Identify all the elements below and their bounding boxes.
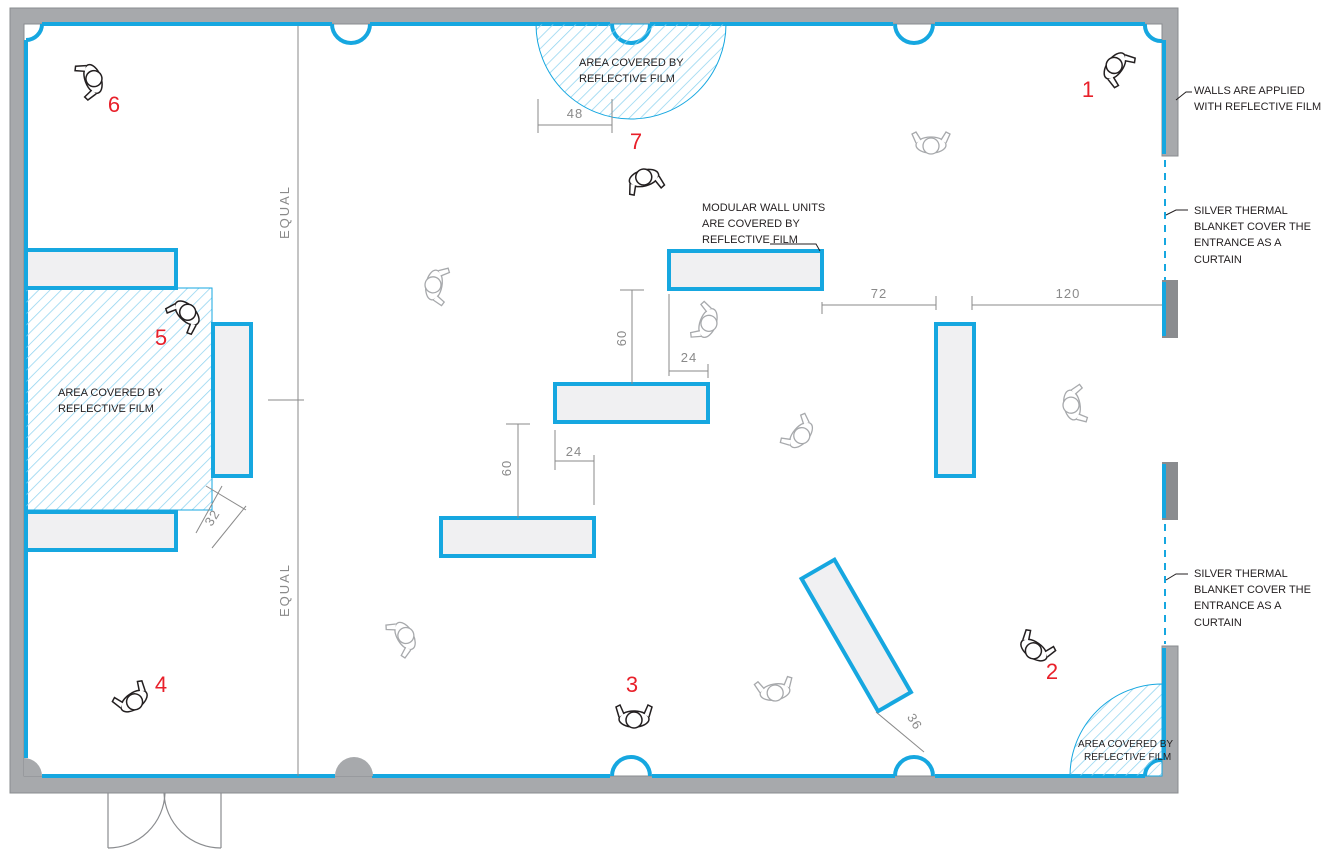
annotation-leaders (770, 91, 1192, 581)
dim-36: 36 (904, 711, 925, 733)
wall-unit (24, 510, 178, 552)
svg-text:MODULAR WALL UNITS: MODULAR WALL UNITS (702, 202, 825, 214)
wall-unit (934, 322, 976, 478)
visitor-figure (753, 675, 796, 705)
svg-text:BLANKET COVER THE: BLANKET COVER THE (1194, 221, 1311, 233)
dim-equal-top: EQUAL (277, 185, 292, 239)
svg-text:ENTRANCE AS A: ENTRANCE AS A (1194, 237, 1282, 249)
camera-figure-7 (623, 163, 666, 197)
visitor-figure (688, 300, 724, 345)
dim-24-lower: 24 (566, 444, 582, 459)
svg-text:REFLECTIVE FILM: REFLECTIVE FILM (58, 403, 154, 415)
svg-text:WITH REFLECTIVE FILM: WITH REFLECTIVE FILM (1194, 101, 1321, 113)
wall-unit (211, 322, 253, 478)
camera-figure-1 (1096, 45, 1138, 90)
wall-unit (553, 382, 710, 424)
dim-equal-bottom: EQUAL (277, 563, 292, 617)
dim-60-upper: 60 (614, 330, 629, 346)
visitor-figure (911, 131, 951, 155)
svg-text:AREA COVERED BY: AREA COVERED BY (1078, 739, 1173, 750)
dim-24-upper: 24 (681, 350, 697, 365)
svg-text:ENTRANCE AS A: ENTRANCE AS A (1194, 600, 1282, 612)
visitor-figure (383, 614, 423, 660)
svg-text:REFLECTIVE FILM: REFLECTIVE FILM (702, 234, 798, 246)
wall-columns (24, 757, 373, 776)
camera-figure-6 (72, 58, 109, 102)
camera-figure-3 (615, 704, 653, 729)
visitor-figure (1059, 383, 1089, 426)
position-number-1: 1 (1082, 77, 1094, 102)
area-top-reflective (535, 23, 727, 120)
svg-text:SILVER THERMAL: SILVER THERMAL (1194, 568, 1288, 580)
dim-120: 120 (1056, 286, 1081, 301)
wall-unit (24, 248, 178, 290)
svg-text:CURTAIN: CURTAIN (1194, 254, 1242, 266)
note-walls-reflective: WALLS ARE APPLIED WITH REFLECTIVE FILM (1194, 85, 1321, 113)
svg-text:CURTAIN: CURTAIN (1194, 617, 1242, 629)
svg-text:REFLECTIVE FILM: REFLECTIVE FILM (1084, 752, 1171, 763)
position-number-6: 6 (108, 92, 120, 117)
svg-text:AREA COVERED BY: AREA COVERED BY (579, 57, 684, 69)
position-number-4: 4 (155, 672, 167, 697)
reflective-wall-film (24, 22, 1166, 778)
wall-unit-angled (798, 556, 914, 714)
area-corner-reflective (1069, 683, 1163, 777)
svg-text:SILVER THERMAL: SILVER THERMAL (1194, 205, 1288, 217)
dim-72: 72 (871, 286, 887, 301)
note-blanket-upper: SILVER THERMAL BLANKET COVER THE ENTRANC… (1194, 205, 1311, 266)
dim-32: 32 (201, 507, 222, 529)
position-number-2: 2 (1046, 659, 1058, 684)
svg-text:WALLS ARE APPLIED: WALLS ARE APPLIED (1194, 85, 1305, 97)
note-blanket-lower: SILVER THERMAL BLANKET COVER THE ENTRANC… (1194, 568, 1311, 629)
note-area-left: AREA COVERED BY REFLECTIVE FILM (58, 387, 163, 415)
svg-text:REFLECTIVE FILM: REFLECTIVE FILM (579, 73, 675, 85)
dimension-lines (195, 26, 1162, 776)
visitor-figure (421, 264, 451, 307)
svg-text:BLANKET COVER THE: BLANKET COVER THE (1194, 584, 1311, 596)
position-number-7: 7 (630, 129, 642, 154)
note-area-corner: AREA COVERED BY REFLECTIVE FILM (1078, 739, 1173, 763)
visitor-figure (778, 411, 821, 456)
position-number-3: 3 (626, 672, 638, 697)
wall-unit (667, 249, 824, 291)
dim-60-lower: 60 (499, 460, 514, 476)
modular-wall-units (24, 248, 976, 714)
wall-unit (439, 516, 596, 558)
note-modular-units: MODULAR WALL UNITS ARE COVERED BY REFLEC… (702, 202, 825, 246)
position-number-5: 5 (155, 325, 167, 350)
dim-48: 48 (567, 106, 583, 121)
note-area-top: AREA COVERED BY REFLECTIVE FILM (579, 57, 684, 85)
entry-double-door (107, 792, 222, 849)
svg-text:ARE COVERED BY: ARE COVERED BY (702, 218, 800, 230)
camera-figure-4 (110, 678, 155, 720)
svg-text:AREA COVERED BY: AREA COVERED BY (58, 387, 163, 399)
